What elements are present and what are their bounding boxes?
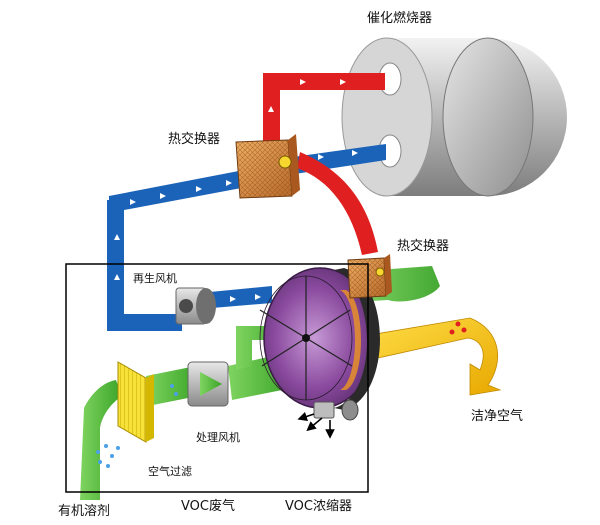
label-heat-exchanger-right: 热交换器	[397, 239, 450, 254]
combustor-icon	[341, 37, 567, 197]
label-voc-concentrator: VOC浓缩器	[285, 499, 352, 514]
solvent-particles	[96, 384, 178, 468]
label-regen-fan: 再生风机	[133, 272, 177, 285]
label-catalytic-combustor: 催化燃烧器	[367, 11, 433, 26]
label-heat-exchanger-top: 热交换器	[168, 132, 221, 147]
clean-air-duct	[351, 317, 502, 396]
label-process-fan: 处理风机	[196, 431, 240, 444]
rotation-arrows	[297, 411, 335, 439]
heat-exchanger-icon	[235, 134, 300, 199]
label-clean-air: 洁净空气	[471, 409, 524, 424]
cool-duct	[107, 144, 386, 331]
clean-air-particles	[449, 321, 467, 335]
heat-exchanger-icon	[347, 254, 392, 299]
process-fan-icon	[187, 361, 229, 407]
regen-fan-icon	[175, 287, 216, 325]
concentrator-boundary	[65, 263, 369, 493]
filter-icon	[117, 361, 154, 443]
label-voc-exhaust: VOC废气	[181, 499, 235, 514]
arrow-chevron-icon	[114, 79, 358, 302]
label-organic-solvent: 有机溶剂	[58, 504, 111, 519]
label-air-filter: 空气过滤	[148, 465, 192, 478]
